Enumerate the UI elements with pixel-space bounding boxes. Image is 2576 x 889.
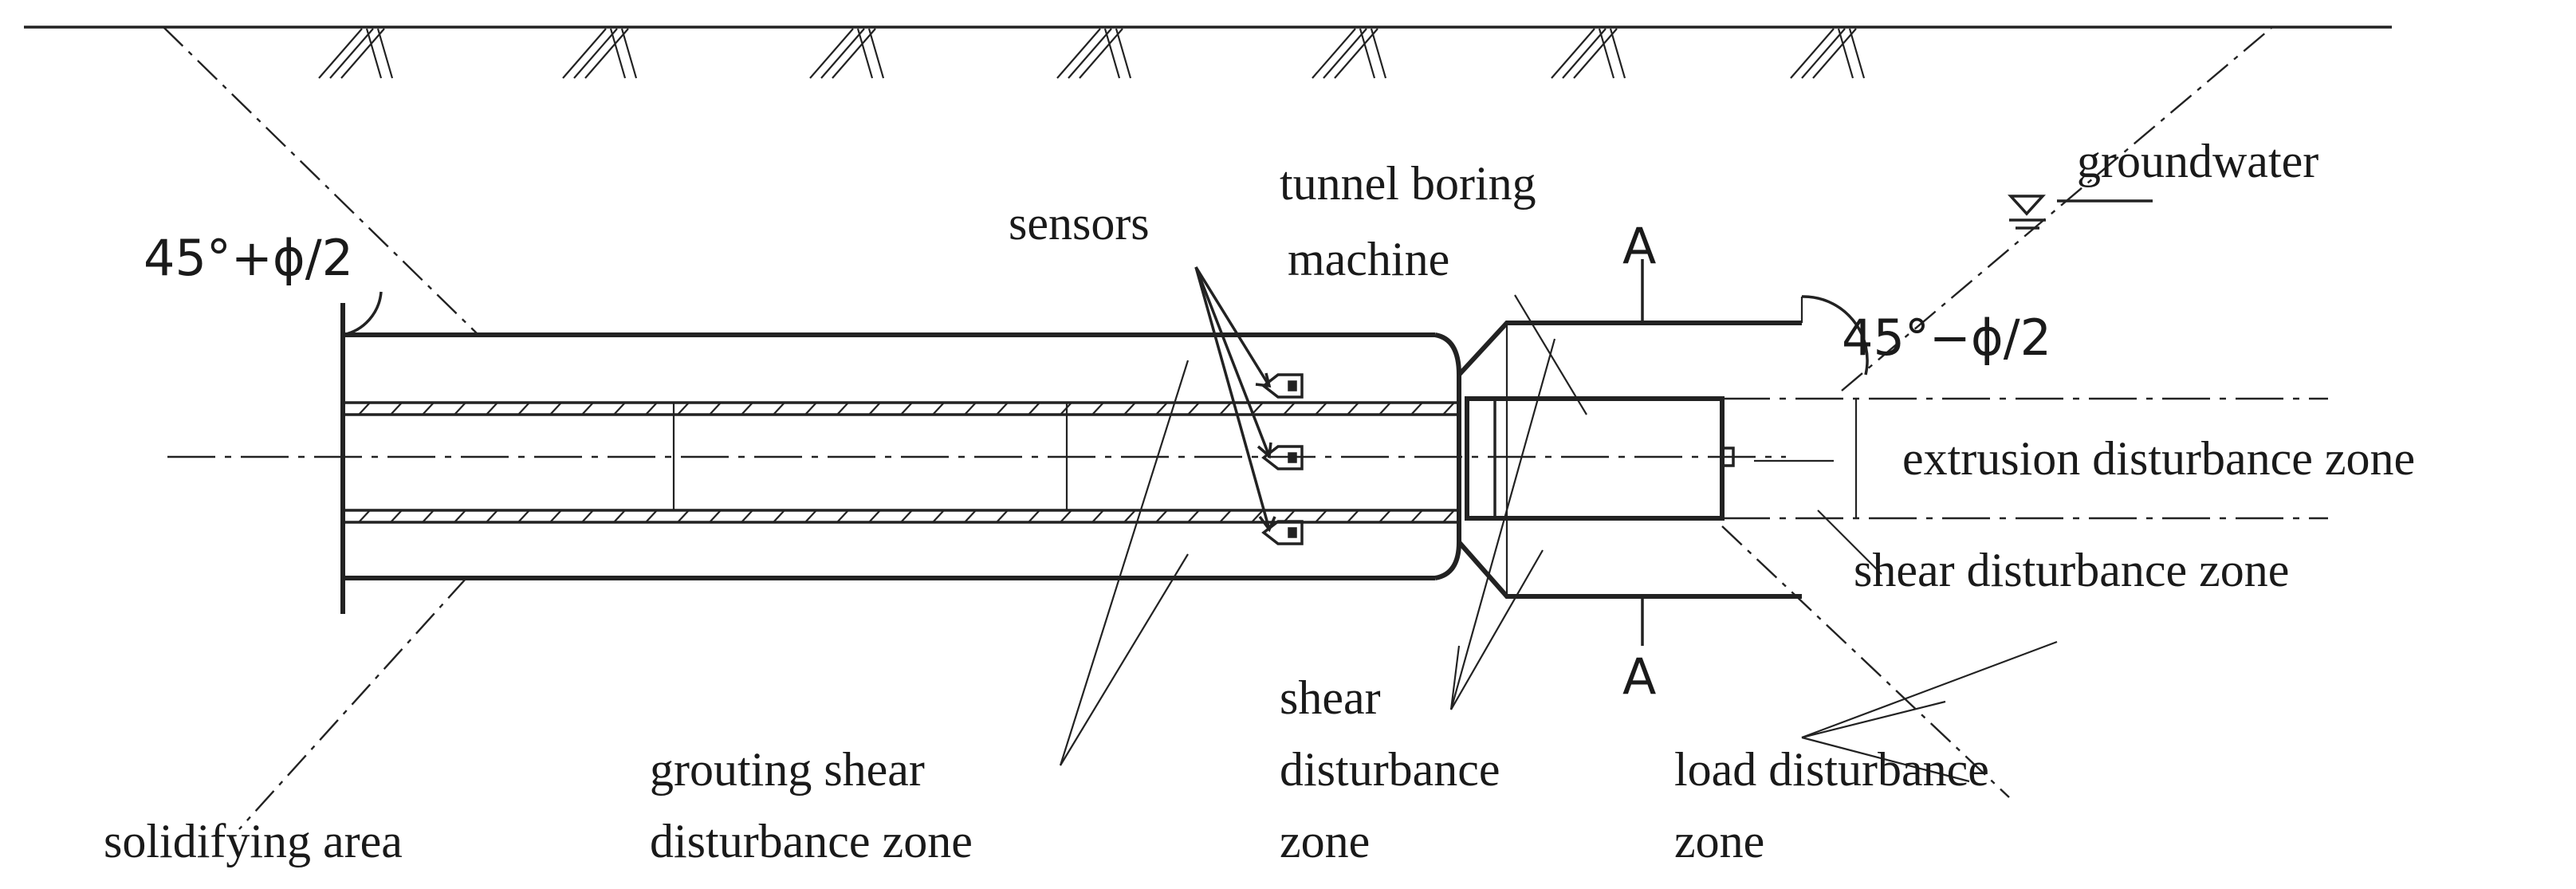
zone-leader-lines	[1059, 294, 2058, 783]
section-label-top: A	[1622, 217, 1656, 275]
solidifying-area-label: solidifying area	[104, 815, 403, 867]
sensor-leaders	[1194, 266, 1276, 533]
groundwater-label: groundwater	[2077, 135, 2318, 187]
angle-arc-left	[342, 291, 383, 336]
grouting-zone-label-2: disturbance zone	[650, 815, 973, 867]
shear-zone-right-label: shear disturbance zone	[1854, 544, 2289, 596]
groundwater-symbol	[2008, 195, 2153, 230]
shear-zone-mid-label-2: disturbance	[1280, 743, 1500, 796]
tunnel-boring-machine	[1457, 321, 1802, 599]
extrusion-zone-label: extrusion disturbance zone	[1902, 432, 2415, 485]
shear-zone-mid-label-1: shear	[1280, 671, 1381, 724]
grouting-zone-label-1: grouting shear	[650, 743, 925, 796]
shear-zone-mid-label-3: zone	[1280, 815, 1370, 867]
angle-label-left: 45°+ϕ/2	[144, 229, 353, 287]
grout-hatch	[358, 402, 1455, 523]
right-lower-dashed-line	[1721, 525, 2010, 798]
sensors	[1261, 373, 1304, 545]
sensor-bottom	[1261, 520, 1304, 545]
sensors-label: sensors	[1009, 197, 1150, 250]
left-upper-dashed-line	[163, 26, 479, 336]
sensor-middle	[1261, 445, 1304, 470]
right-upper-dashed-line	[1841, 26, 2273, 391]
left-lower-dashed-line	[238, 577, 467, 830]
sensor-top	[1261, 373, 1304, 399]
section-label-bottom: A	[1622, 647, 1656, 706]
load-zone-label-2: zone	[1674, 815, 1764, 867]
tbm-label-line1: tunnel boring	[1280, 157, 1536, 210]
tbm-label-line2: machine	[1288, 233, 1449, 285]
angle-label-right: 45°−ϕ/2	[1842, 309, 2051, 367]
angle-arc-right	[1801, 295, 1869, 376]
ground-hatch-symbols	[318, 28, 1866, 79]
load-zone-label-1: load disturbance	[1674, 743, 1989, 796]
